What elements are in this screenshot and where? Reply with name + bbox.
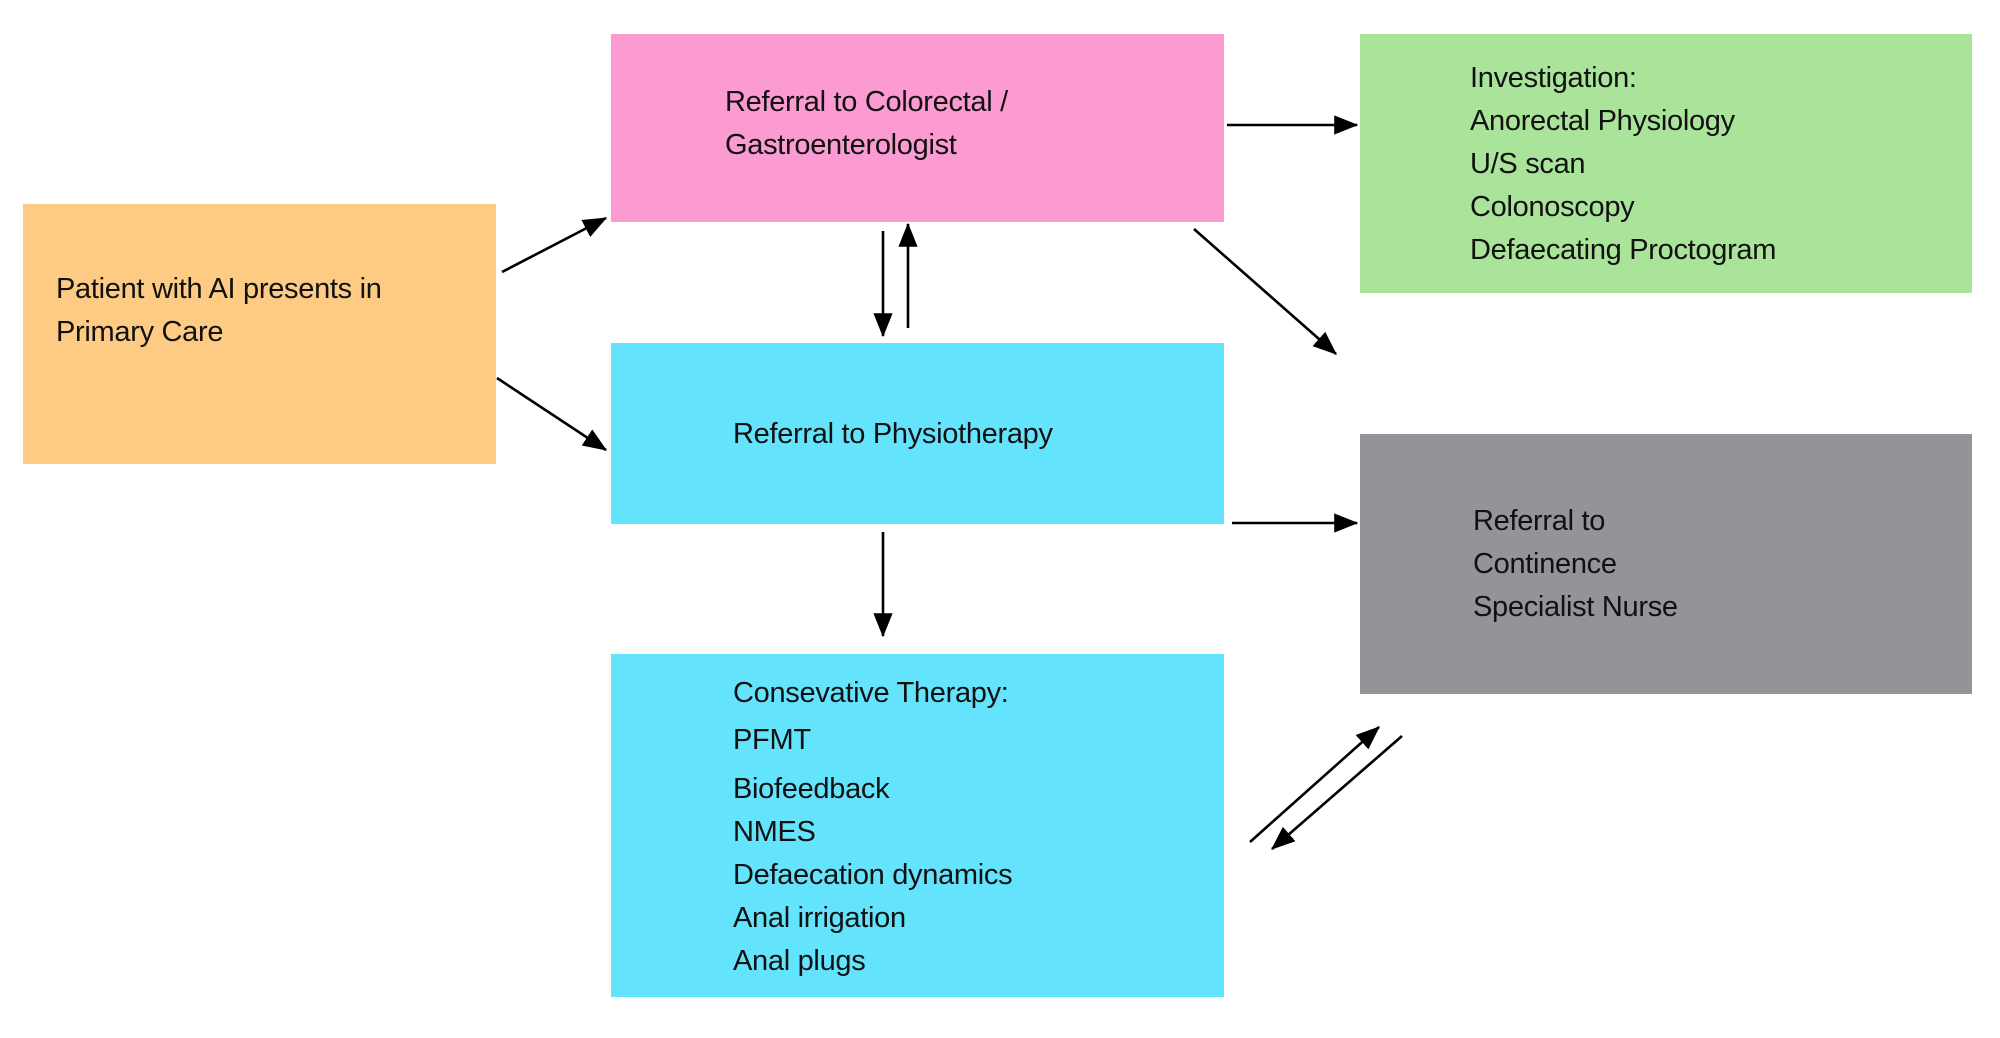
node-line: NMES <box>733 816 816 848</box>
node-physiotherapy-referral-text: Referral to Physiotherapy <box>733 413 1053 456</box>
node-conservative-therapy: Consevative Therapy: PFMT Biofeedback NM… <box>611 654 1224 997</box>
node-colorectal-referral-text: Referral to Colorectal / Gastroenterolog… <box>725 81 1008 167</box>
node-continence-nurse-referral: Referral to Continence Specialist Nurse <box>1360 434 1972 694</box>
arrow-therapy-to-nurse <box>1249 726 1380 843</box>
arrow-primary-to-colorectal <box>501 216 608 274</box>
node-line: Continence <box>1473 548 1617 580</box>
node-primary-care-text: Patient with AI presents in Primary Care <box>56 268 382 354</box>
node-line: U/S scan <box>1470 148 1586 180</box>
node-continence-nurse-referral-text: Referral to Continence Specialist Nurse <box>1473 500 1678 629</box>
node-line: Anorectal Physiology <box>1470 105 1735 137</box>
node-heading: Investigation: <box>1470 62 1637 94</box>
arrow-primary-to-physio <box>496 376 608 452</box>
node-line: Referral to Colorectal / <box>725 86 1008 118</box>
node-primary-care: Patient with AI presents in Primary Care <box>23 204 496 464</box>
arrow-colorectal-to-nurse <box>1193 228 1337 355</box>
node-line: Defaecation dynamics <box>733 859 1013 891</box>
node-line: Specialist Nurse <box>1473 591 1678 623</box>
node-line: Gastroenterologist <box>725 129 957 161</box>
node-line: Patient with AI presents in <box>56 273 382 305</box>
node-physiotherapy-referral: Referral to Physiotherapy <box>611 343 1224 524</box>
node-line: Biofeedback <box>733 773 890 805</box>
node-line: Referral to <box>1473 505 1606 537</box>
node-heading: Consevative Therapy: <box>733 677 1009 709</box>
node-line: Primary Care <box>56 316 224 348</box>
node-line: Anal irrigation <box>733 902 906 934</box>
node-investigation-text: Investigation: Anorectal Physiology U/S … <box>1470 57 1776 272</box>
arrow-nurse-to-therapy <box>1271 735 1403 850</box>
node-line: PFMT <box>733 724 811 756</box>
node-line: Anal plugs <box>733 945 866 977</box>
node-conservative-therapy-text: Consevative Therapy: PFMT Biofeedback NM… <box>733 672 1013 983</box>
node-line: Colonoscopy <box>1470 191 1635 223</box>
node-colorectal-referral: Referral to Colorectal / Gastroenterolog… <box>611 34 1224 222</box>
node-investigation: Investigation: Anorectal Physiology U/S … <box>1360 34 1972 293</box>
node-line: Referral to Physiotherapy <box>733 418 1053 450</box>
node-line: Defaecating Proctogram <box>1470 234 1777 266</box>
